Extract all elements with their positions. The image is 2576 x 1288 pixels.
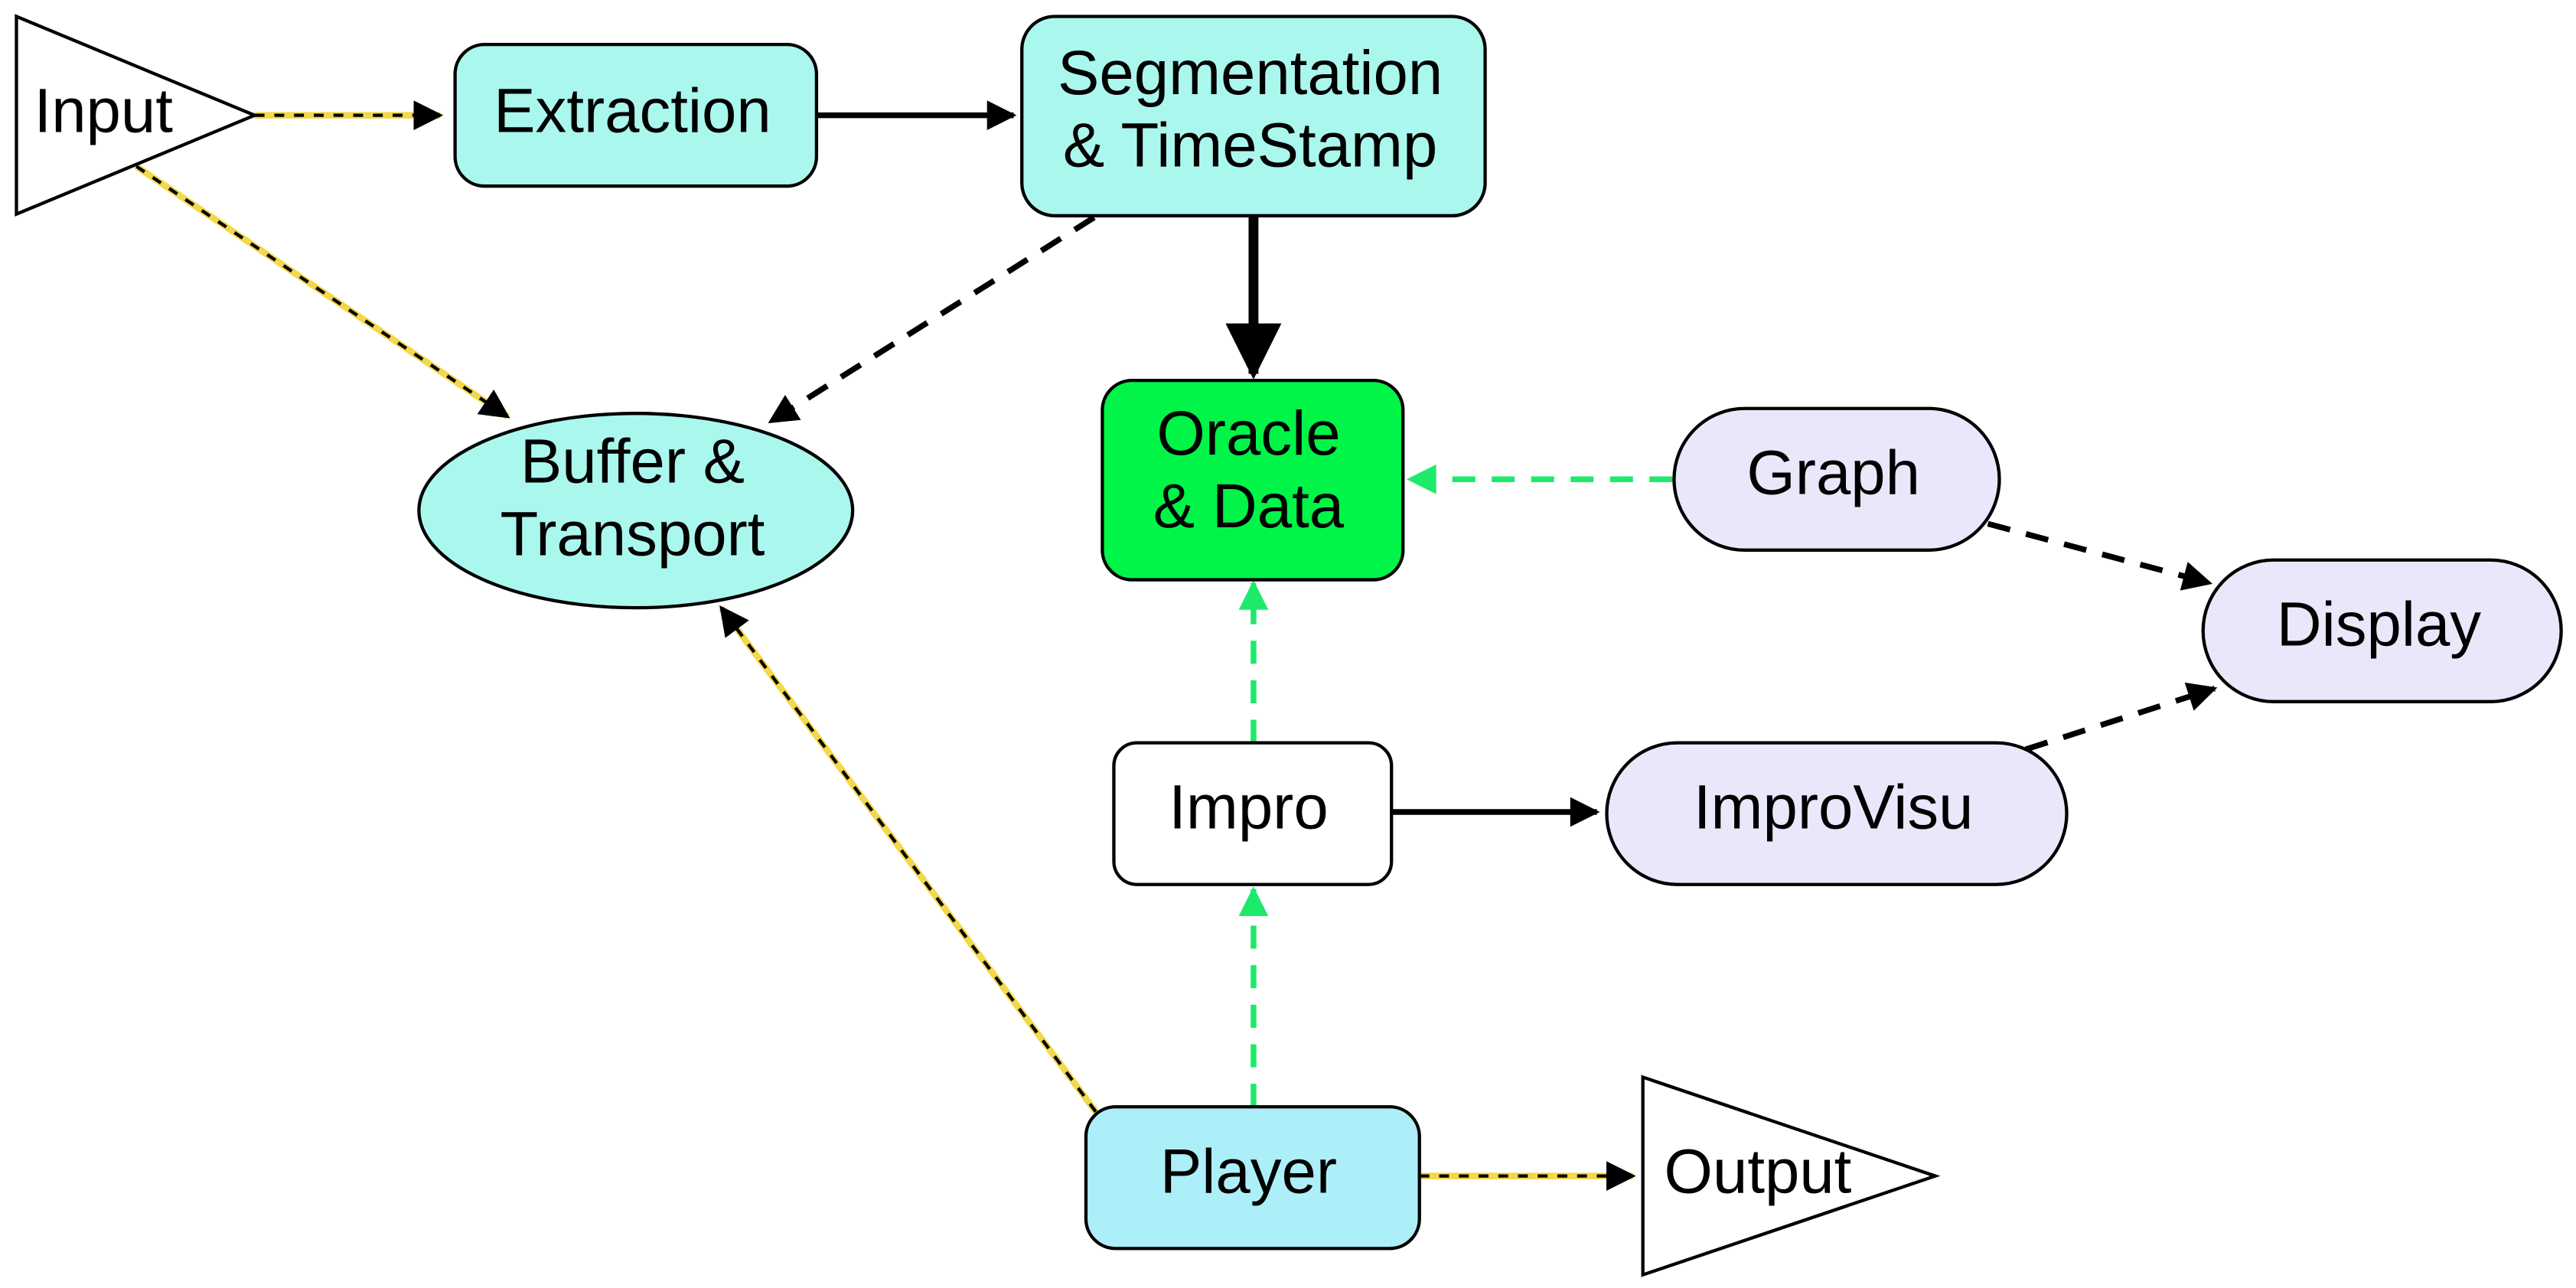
extraction-label: Extraction xyxy=(494,76,771,145)
display-node: Display xyxy=(2201,558,2563,703)
display-label: Display xyxy=(2277,590,2482,660)
impro-label: Impro xyxy=(1169,773,1328,843)
nodes-layer: Input Extraction Segmentation & TimeStam… xyxy=(15,14,2563,1277)
buffer-label-line1: Buffer & xyxy=(520,427,745,497)
player-label: Player xyxy=(1160,1136,1337,1206)
output-node: Output xyxy=(1641,1074,1941,1277)
graph-label: Graph xyxy=(1746,439,1920,508)
edge-segmentation-buffer xyxy=(768,214,1096,425)
impro-node: Impro xyxy=(1112,741,1394,886)
segmentation-label-line1: Segmentation xyxy=(1058,38,1443,108)
improvisu-node: ImproVisu xyxy=(1605,741,2069,886)
extraction-box xyxy=(453,42,819,188)
improvisu-label: ImproVisu xyxy=(1694,773,1974,843)
segmentation-node: Segmentation & TimeStamp xyxy=(1020,15,1487,218)
segmentation-label-line2: & TimeStamp xyxy=(1063,110,1437,180)
buffer-label-line2: Transport xyxy=(500,499,765,569)
edge-graph-display xyxy=(1987,520,2213,591)
player-box xyxy=(1084,1105,1421,1251)
oracle-label-line1: Oracle xyxy=(1156,399,1340,468)
buffer-node: Buffer & Transport xyxy=(417,412,855,610)
edge-input-buffer xyxy=(135,165,510,419)
buffer-ellipse xyxy=(417,412,855,610)
segmentation-box xyxy=(1020,15,1487,218)
extraction-node: Extraction xyxy=(453,42,819,188)
oracle-node: Oracle & Data xyxy=(1101,379,1405,582)
player-node: Player xyxy=(1084,1105,1421,1251)
output-triangle xyxy=(1641,1074,1941,1277)
edge-player-buffer xyxy=(719,605,1097,1114)
graph-node: Graph xyxy=(1672,406,2001,552)
input-node: Input xyxy=(15,14,259,217)
oracle-label-line2: & Data xyxy=(1153,471,1345,541)
input-label: Input xyxy=(34,76,174,145)
impro-box xyxy=(1112,741,1394,886)
edge-improvisu-display xyxy=(2024,682,2218,752)
edges-layer xyxy=(134,100,2218,1192)
display-pill xyxy=(2201,558,2563,703)
oracle-box xyxy=(1101,379,1405,582)
output-label: Output xyxy=(1665,1136,1852,1206)
input-triangle xyxy=(15,14,259,217)
graph-pill xyxy=(1672,406,2001,552)
improvisu-pill xyxy=(1605,741,2069,886)
